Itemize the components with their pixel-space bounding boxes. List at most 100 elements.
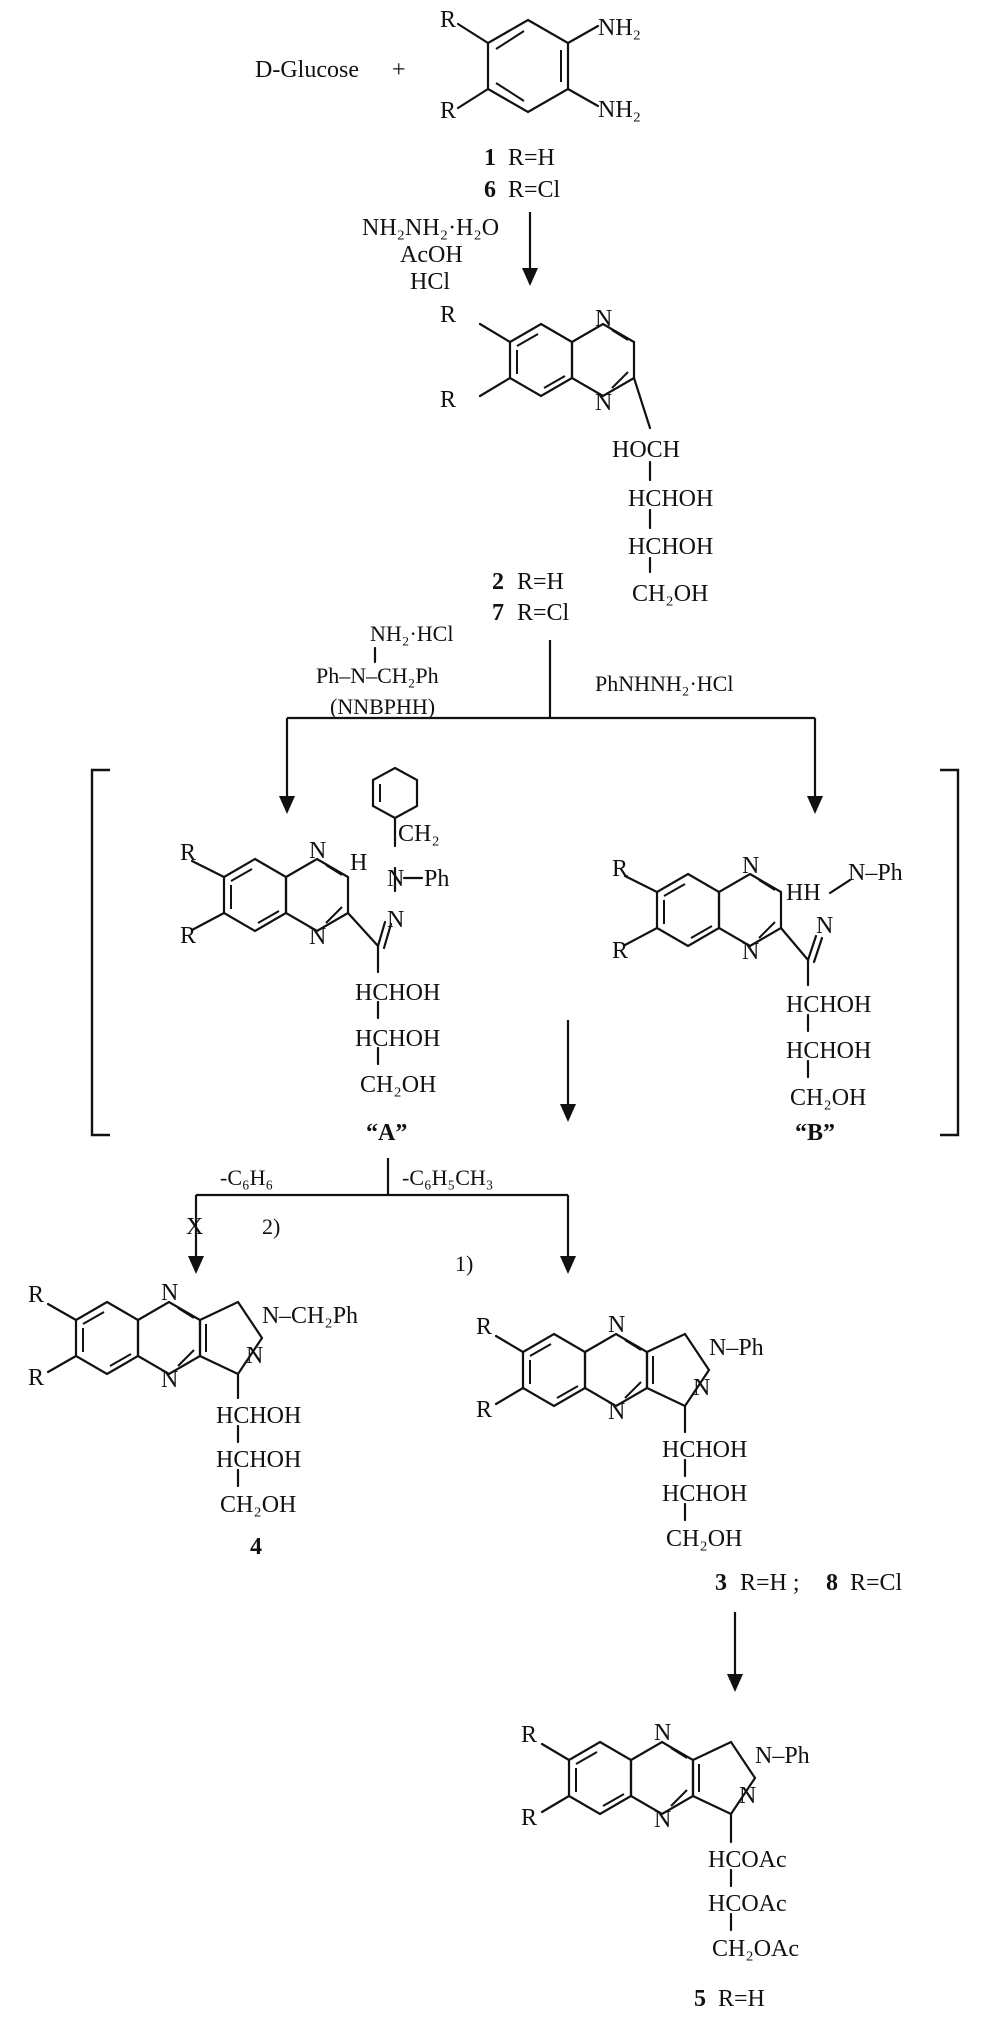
atom-n: N: [608, 1312, 625, 1338]
atom-n: N: [693, 1375, 710, 1401]
loss-benzene: -C₆H₆: [220, 1165, 273, 1190]
arrow-b-to-path: [560, 1020, 576, 1122]
intermediate-a-structure: [190, 766, 419, 1066]
chain-ch2oac: CH₂OAc: [712, 1936, 799, 1962]
compound-6-number: 6: [484, 177, 496, 203]
atom-nh2: NH₂: [598, 15, 641, 41]
branch-arrows: [279, 640, 823, 814]
atom-ph: Ph: [424, 866, 449, 892]
chain-hchoh: HCHOH: [628, 534, 713, 560]
atom-n: N: [608, 1399, 625, 1425]
arrow-acetylation: [727, 1612, 743, 1692]
chain-hchoh: HCHOH: [786, 992, 871, 1018]
atom-n: N: [742, 853, 759, 879]
atom-ch2ph: –CH₂Ph: [278, 1303, 358, 1329]
intermediate-a-label: “A”: [366, 1120, 407, 1146]
atom-n: N: [742, 939, 759, 965]
chain-ch2oh: CH₂OH: [666, 1526, 742, 1552]
diamine-ring: [456, 18, 600, 114]
atom-n: N: [739, 1783, 756, 1809]
reagent-phenylhydrazine: PhNHNH₂·HCl: [595, 671, 733, 696]
chain-hoch: HOCH: [612, 437, 680, 463]
atom-r: R: [440, 302, 456, 328]
compound-5-r: R=H: [718, 1986, 765, 2012]
atom-ch2: CH₂: [398, 821, 440, 847]
chain-hchoh: HCHOH: [355, 980, 440, 1006]
atom-n: N: [387, 866, 404, 892]
reagent-nnbphh-abbr: (NNBPHH): [330, 694, 435, 719]
atom-n: N: [387, 907, 404, 933]
atom-n: N: [816, 913, 833, 939]
compound-2-structure: [478, 322, 652, 574]
atom-n: N: [161, 1280, 178, 1306]
atom-n: N: [246, 1343, 263, 1369]
compound-2-r: R=H: [517, 569, 564, 595]
chain-hchoh: HCHOH: [662, 1481, 747, 1507]
loss-toluene: -C₆H₅CH₃: [402, 1165, 493, 1190]
atom-n: N: [595, 306, 612, 332]
atom-n-ph: N–Ph: [755, 1743, 810, 1769]
chain-ch2oh: CH₂OH: [632, 581, 708, 607]
compound-4-number: 4: [250, 1534, 262, 1560]
atom-r: R: [440, 387, 456, 413]
atom-n: N: [654, 1720, 671, 1746]
atom-r: R: [521, 1722, 537, 1748]
reagent-hcl: HCl: [410, 269, 450, 295]
chain-hcoac: HCOAc: [708, 1847, 787, 1873]
right-bracket: [940, 768, 960, 1137]
arrow-step1: NH₂NH₂·H₂O AcOH HCl: [362, 212, 538, 295]
blocked-path-mark: X: [186, 1214, 203, 1240]
atom-r: R: [521, 1805, 537, 1831]
chain-hchoh: HCHOH: [216, 1403, 301, 1429]
chain-ch2oh: CH₂OH: [220, 1492, 296, 1518]
atom-n: N: [309, 838, 326, 864]
cyclization-arrows: [188, 1158, 576, 1274]
atom-r: R: [28, 1365, 44, 1391]
atom-n-ph: N–Ph: [848, 860, 903, 886]
compound-4-structure: [46, 1300, 264, 1488]
chain-ch2oh: CH₂OH: [360, 1072, 436, 1098]
reagent-hydrazine: NH₂NH₂·H₂O: [362, 215, 499, 241]
atom-nh2: NH₂: [598, 97, 641, 123]
compound-3-number: 3: [715, 1570, 727, 1596]
atom-r: R: [180, 923, 196, 949]
compound-2-number: 2: [492, 569, 504, 595]
chain-hchoh: HCHOH: [355, 1026, 440, 1052]
compound-1-r: R=H: [508, 145, 555, 171]
chain-hchoh: HCHOH: [216, 1447, 301, 1473]
reagent-nh2hcl: NH₂·HCl: [370, 621, 453, 646]
atom-r: R: [440, 98, 456, 124]
atom-h: H: [350, 850, 367, 876]
chain-hcoac: HCOAc: [708, 1891, 787, 1917]
start-row: D-Glucose + R R NH₂ NH₂ 1 R=H 6 R=Cl: [255, 7, 641, 203]
atom-r: R: [612, 938, 628, 964]
reagent-acoh: AcOH: [400, 242, 463, 268]
intermediate-b-label: “B”: [795, 1120, 835, 1146]
glucose-label: D-Glucose: [255, 57, 359, 83]
atom-n: N: [595, 390, 612, 416]
compound-1-number: 1: [484, 145, 496, 171]
atom-hh: HH: [786, 880, 821, 906]
compound-5-structure: [540, 1740, 757, 1932]
plus-sign: +: [392, 57, 406, 83]
reagent-ph-n-ch2ph: Ph–N–CH₂Ph: [316, 663, 439, 688]
path-1-label: 1): [455, 1251, 473, 1276]
compound-5-number: 5: [694, 1986, 706, 2012]
left-bracket: [90, 768, 110, 1137]
chain-hchoh: HCHOH: [662, 1437, 747, 1463]
compound-3-r: R=H ;: [740, 1570, 800, 1596]
nnbphh-reagent: NH₂·HCl Ph–N–CH₂Ph (NNBPHH): [316, 621, 453, 719]
atom-n: N: [161, 1367, 178, 1393]
compound-8-r: R=Cl: [850, 1570, 903, 1596]
atom-n: N: [654, 1807, 671, 1833]
compound-7-r: R=Cl: [517, 600, 570, 626]
intermediate-b-structure: [623, 872, 852, 1079]
compound-3-structure: [494, 1332, 711, 1522]
atom-r: R: [476, 1397, 492, 1423]
atom-n-ph: N–Ph: [709, 1335, 764, 1361]
atom-r: R: [180, 840, 196, 866]
atom-r: R: [612, 856, 628, 882]
atom-r: R: [28, 1282, 44, 1308]
chain-hchoh: HCHOH: [628, 486, 713, 512]
